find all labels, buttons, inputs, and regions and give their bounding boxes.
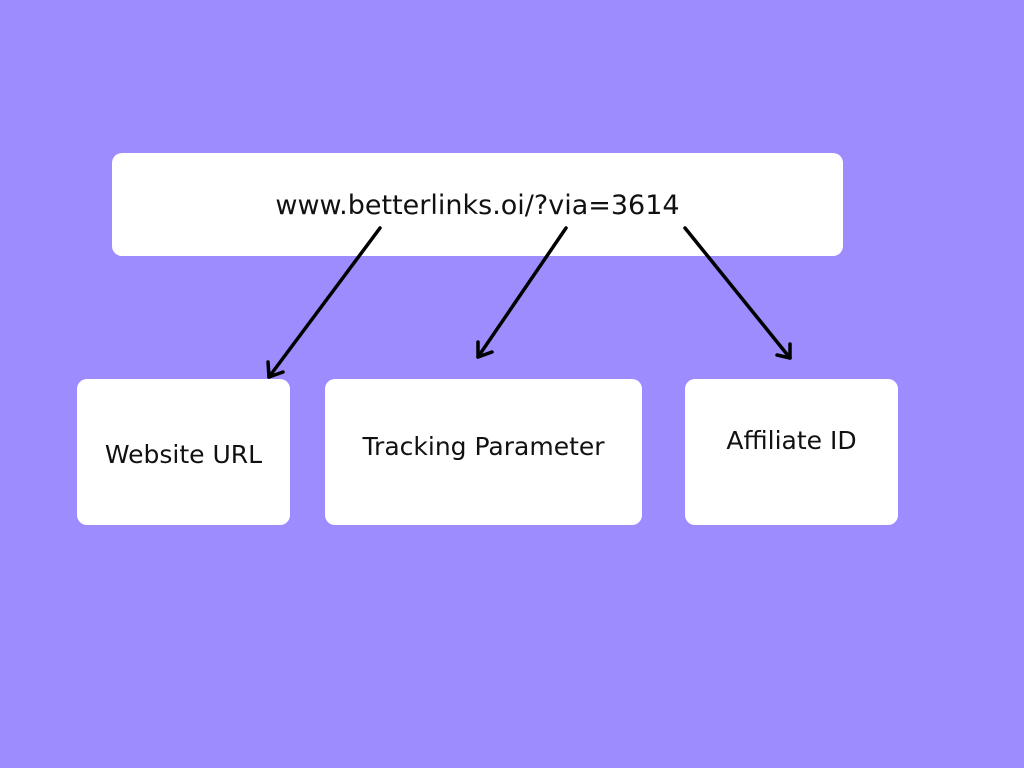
tracking-parameter-box: Tracking Parameter xyxy=(325,379,642,525)
arrow-to-tracking-parameter xyxy=(476,226,568,359)
url-text: www.betterlinks.oi/?via=3614 xyxy=(275,190,680,221)
tracking-parameter-label: Tracking Parameter xyxy=(362,431,605,461)
arrow-to-website-url xyxy=(266,226,382,379)
affiliate-id-box: Affiliate ID xyxy=(685,379,898,525)
arrow-to-affiliate-id xyxy=(683,226,792,360)
affiliate-id-label: Affiliate ID xyxy=(726,425,857,455)
website-url-label: Website URL xyxy=(104,439,263,469)
website-url-box: Website URL xyxy=(77,379,290,525)
url-box: www.betterlinks.oi/?via=3614 xyxy=(112,153,843,256)
